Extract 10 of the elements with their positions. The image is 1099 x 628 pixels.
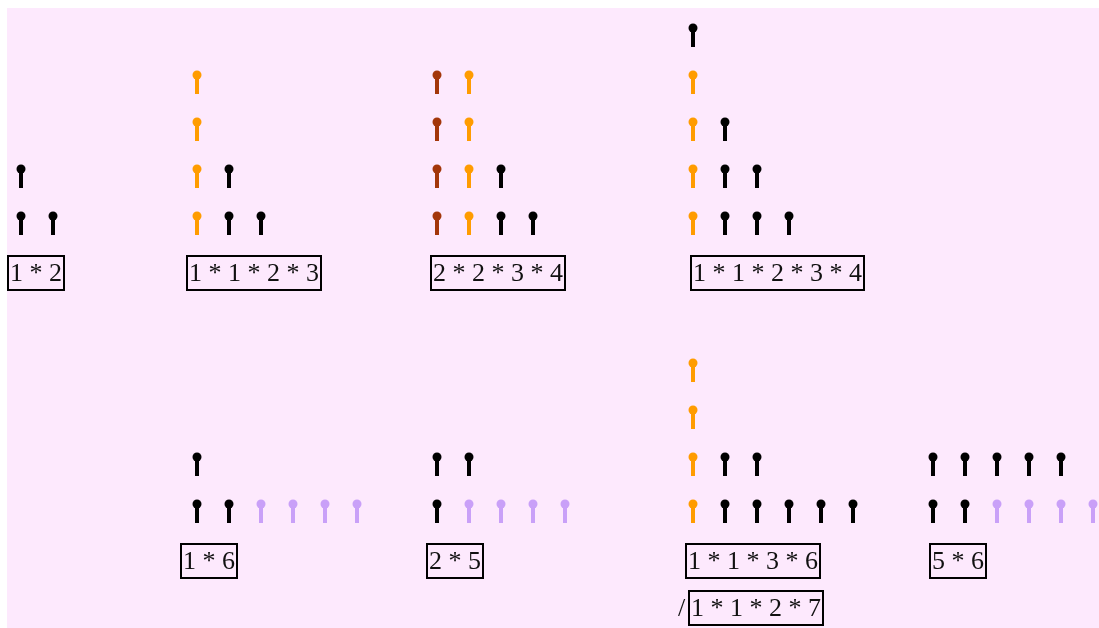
formula-box: 1 * 1 * 3 * 6 bbox=[685, 543, 821, 579]
formula-box: 1 * 1 * 2 * 3 bbox=[186, 255, 322, 291]
formula-box: 1 * 1 * 2 * 7 bbox=[688, 590, 824, 626]
formula-box: 2 * 5 bbox=[426, 543, 484, 579]
slash-mark: / bbox=[678, 592, 686, 624]
formula-box: 1 * 1 * 2 * 3 * 4 bbox=[690, 255, 865, 291]
formula-box: 1 * 6 bbox=[180, 543, 238, 579]
formula-box: 1 * 2 bbox=[7, 255, 65, 291]
formula-box: 5 * 6 bbox=[929, 543, 987, 579]
formula-box: 2 * 2 * 3 * 4 bbox=[430, 255, 566, 291]
